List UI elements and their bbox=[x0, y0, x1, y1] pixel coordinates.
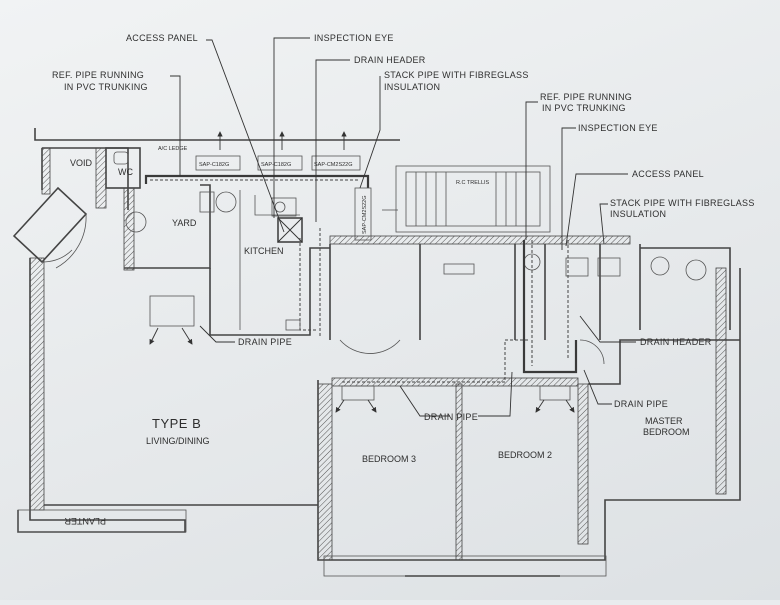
bathroom-strip bbox=[329, 235, 731, 365]
planter bbox=[17, 509, 187, 533]
callout-drain-pipe-master: DRAIN PIPE bbox=[614, 399, 668, 409]
callout-drain-pipe-bedrooms: DRAIN PIPE bbox=[424, 412, 478, 422]
callout-drain-header-1: DRAIN HEADER bbox=[354, 55, 426, 65]
callout-leaders bbox=[170, 37, 636, 417]
yard-label: YARD bbox=[172, 218, 197, 228]
outer-walls bbox=[17, 128, 741, 577]
bedroom-2-label: BEDROOM 2 bbox=[498, 450, 552, 460]
callout-ref-pipe-2-line2: IN PVC TRUNKING bbox=[542, 103, 626, 113]
living-dining-label: LIVING/DINING bbox=[146, 436, 210, 446]
bedroom-3-label: BEDROOM 3 bbox=[362, 454, 416, 464]
master-bedroom-label-2: BEDROOM bbox=[643, 427, 690, 437]
callout-stack-pipe-1-line2: INSULATION bbox=[384, 82, 440, 92]
kitchen-block bbox=[149, 190, 330, 336]
drain-pipes bbox=[299, 228, 578, 383]
rc-trellis-label: R.C TRELLIS bbox=[456, 180, 490, 186]
ac-ledge-label: A/C LEDGE bbox=[158, 146, 188, 152]
callout-ref-pipe-2-line1: REF. PIPE RUNNING bbox=[540, 92, 632, 102]
callout-access-panel-2: ACCESS PANEL bbox=[632, 169, 704, 179]
master-bedroom-label-1: MASTER bbox=[645, 416, 683, 426]
callout-labels: ACCESS PANEL INSPECTION EYE DRAIN HEADER… bbox=[52, 33, 755, 422]
callout-ref-pipe-1-line2: IN PVC TRUNKING bbox=[64, 82, 148, 92]
callout-inspection-eye-2: INSPECTION EYE bbox=[578, 123, 658, 133]
up-arrows bbox=[217, 131, 347, 150]
unit-label-4: SAP-CM2S22G bbox=[362, 195, 368, 234]
kitchen-label: KITCHEN bbox=[244, 246, 284, 256]
entrance-door bbox=[12, 186, 88, 269]
void-label: VOID bbox=[70, 158, 93, 168]
rc-trellis bbox=[395, 165, 551, 233]
floor-drain-arrows bbox=[149, 327, 575, 413]
service-block bbox=[41, 147, 237, 271]
callout-ref-pipe-1-line1: REF. PIPE RUNNING bbox=[52, 70, 144, 80]
unit-label-1: SAP-C182G bbox=[199, 162, 229, 168]
wc-label: WC bbox=[118, 167, 133, 177]
callout-stack-pipe-2-line2: INSULATION bbox=[610, 209, 666, 219]
callout-stack-pipe-2-line1: STACK PIPE WITH FIBREGLASS bbox=[610, 198, 755, 208]
planter-label: PLANTER bbox=[64, 516, 106, 526]
callout-stack-pipe-1-line1: STACK PIPE WITH FIBREGLASS bbox=[384, 70, 529, 80]
callout-access-panel-1: ACCESS PANEL bbox=[126, 33, 198, 43]
callout-drain-pipe-kitchen: DRAIN PIPE bbox=[238, 337, 292, 347]
unit-label-3: SAP-CM2S22G bbox=[314, 162, 353, 168]
type-label: TYPE B bbox=[152, 416, 201, 431]
callout-drain-header-2: DRAIN HEADER bbox=[640, 337, 712, 347]
callout-inspection-eye-1: INSPECTION EYE bbox=[314, 33, 394, 43]
unit-label-2: SAP-C182G bbox=[261, 162, 291, 168]
